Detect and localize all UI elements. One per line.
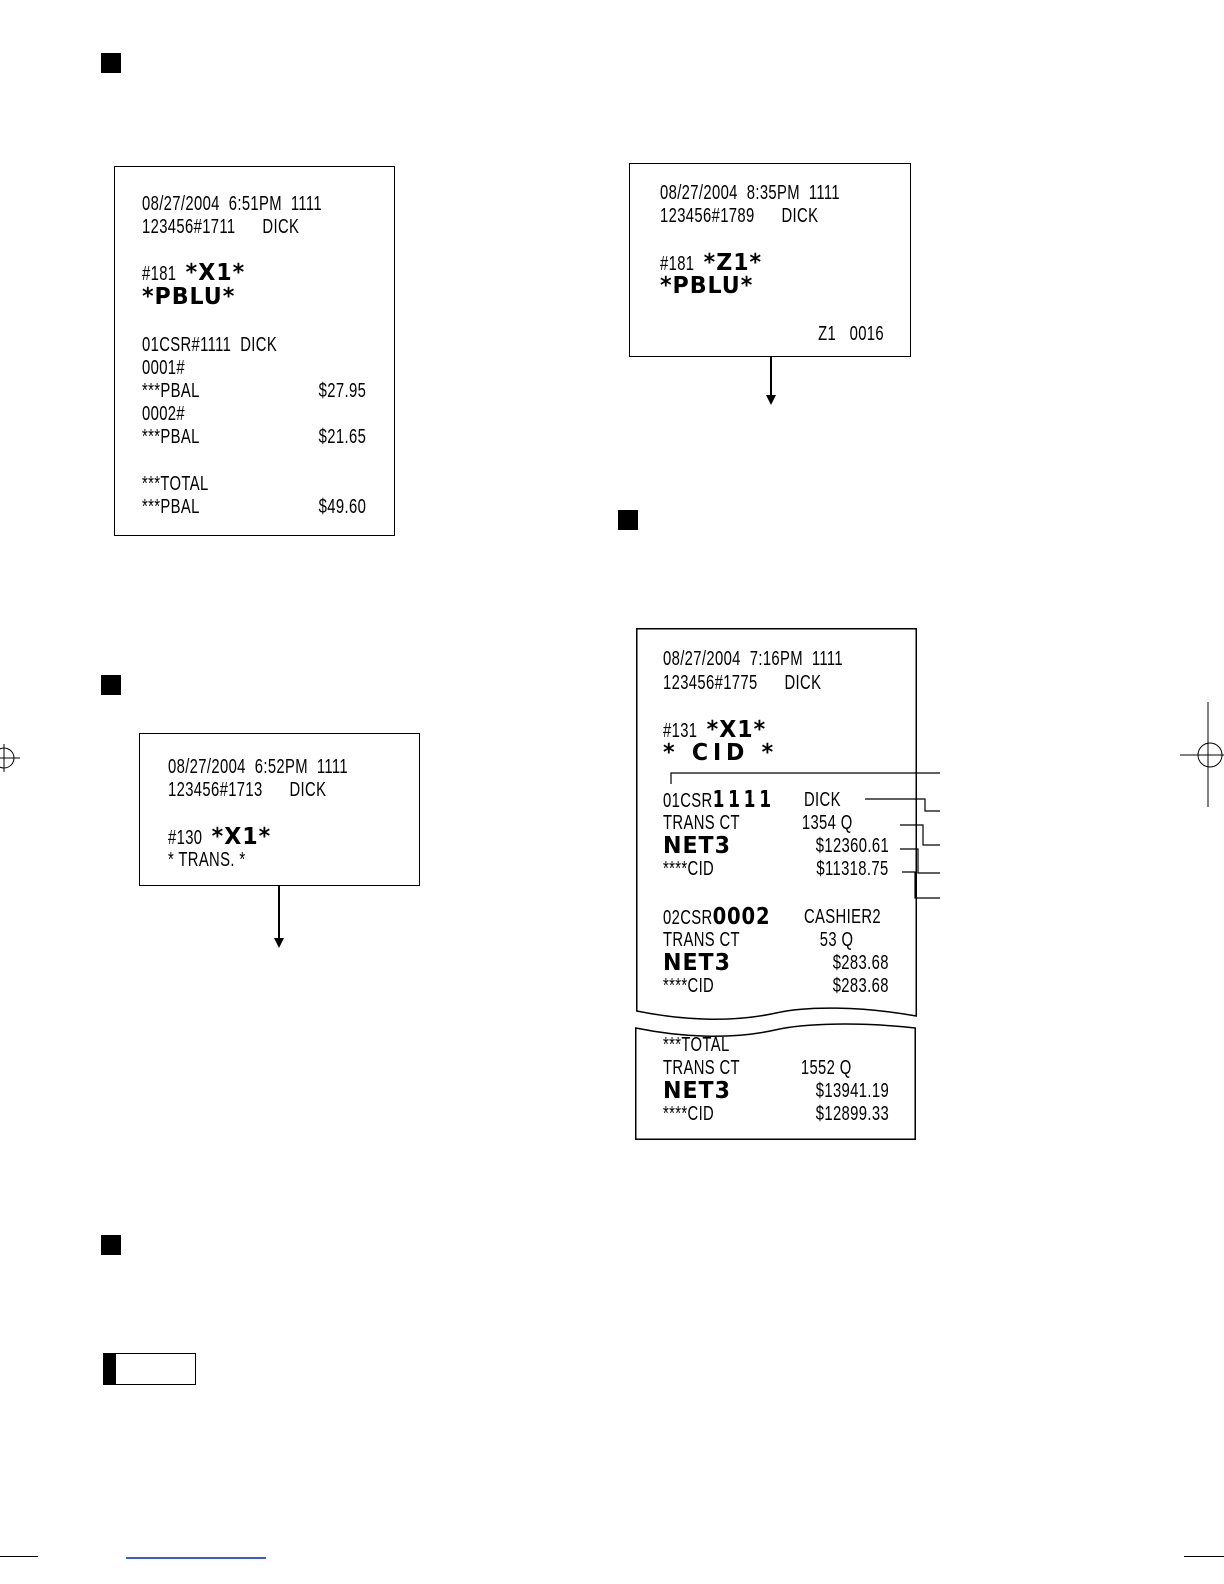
receipt-line: Z1 0016 <box>818 323 884 345</box>
receipt-line: ****CID <box>663 1103 715 1125</box>
receipt-trans-x1: 08/27/2004 6:52PM 1111 123456#1713 DICK … <box>139 733 420 886</box>
net-label: NET3 <box>663 1078 731 1104</box>
receipt-line: 123456#1789 DICK <box>660 205 819 227</box>
receipt-amount: $11318.75 <box>816 858 889 880</box>
receipt-line: 01CSR#1111 DICK <box>142 334 278 356</box>
cashier-code: 01CSR <box>663 790 713 812</box>
receipt-line: #181 *Z1* <box>660 252 761 276</box>
registration-mark-left <box>0 744 20 772</box>
report-mode: *X1* <box>706 717 766 743</box>
receipt-amount: 53 Q <box>819 929 853 951</box>
receipt-line: #130 *X1* <box>168 826 270 850</box>
receipt-torn-outline <box>635 1023 916 1140</box>
receipt-torn-outline <box>636 628 917 1020</box>
arrow-down-icon <box>766 395 776 405</box>
receipt-cid-x1: 08/27/2004 7:16PM 1111 123456#1775 DICK … <box>636 628 917 1024</box>
receipt-line: NET3 <box>663 835 730 859</box>
receipt-line: * TRANS. * <box>168 849 246 871</box>
receipt-line: 08/27/2004 8:35PM 1111 <box>660 182 841 204</box>
receipt-line: #131 *X1* <box>663 719 765 743</box>
receipt-cid-total: ***TOTAL TRANS CT 1552 Q NET3 $13941.19 … <box>635 1018 916 1140</box>
receipt-amount: $27.95 <box>318 380 366 402</box>
callout-leader-lines <box>670 772 940 899</box>
report-number: #130 <box>168 827 212 849</box>
receipt-line: ****CID <box>663 858 715 880</box>
receipt-line: 08/27/2004 6:51PM 1111 <box>142 193 323 215</box>
receipt-amount: $21.65 <box>318 426 366 448</box>
receipt-line: * CID * <box>663 742 773 766</box>
trim-mark <box>126 1557 266 1559</box>
receipt-line: ****CID <box>663 975 715 997</box>
receipt-line: NET3 <box>663 952 730 976</box>
section-marker-2 <box>101 675 121 695</box>
report-title: *PBLU* <box>142 284 236 310</box>
registration-mark-right <box>1180 702 1224 807</box>
receipt-amount: 1354 Q <box>802 812 853 834</box>
receipt-amount: $283.68 <box>832 975 889 997</box>
receipt-amount: 1552 Q <box>801 1057 852 1079</box>
section-marker-3 <box>101 1235 121 1255</box>
receipt-line: TRANS CT <box>663 812 740 834</box>
receipt-line: 08/27/2004 7:16PM 1111 <box>663 648 844 670</box>
receipt-line: TRANS CT <box>663 929 740 951</box>
receipt-amount: $12899.33 <box>815 1103 889 1125</box>
receipt-line: 123456#1713 DICK <box>168 779 327 801</box>
receipt-line: ***PBAL <box>142 426 200 448</box>
net-label: NET3 <box>663 950 731 976</box>
receipt-amount: $13941.19 <box>815 1080 889 1102</box>
receipt-line: *PBLU* <box>142 286 234 310</box>
continuation-arrow-line <box>770 357 772 395</box>
receipt-line: 0001# <box>142 357 186 379</box>
receipt-line: #181 *X1* <box>142 262 244 286</box>
net-label: NET3 <box>663 833 731 859</box>
report-title: * CID * <box>663 740 779 766</box>
cashier-number: 1111 <box>712 787 775 813</box>
receipt-line: TRANS CT <box>663 1057 740 1079</box>
cashier-code: 02CSR <box>663 907 713 929</box>
receipt-line: *PBLU* <box>660 275 752 299</box>
receipt-line: ***TOTAL <box>663 1034 730 1056</box>
receipt-pblu-z1: 08/27/2004 8:35PM 1111 123456#1789 DICK … <box>629 163 911 357</box>
receipt-line: 08/27/2004 6:52PM 1111 <box>168 756 349 778</box>
receipt-pblu-x1: 08/27/2004 6:51PM 1111 123456#1711 DICK … <box>114 166 395 536</box>
receipt-line: ***TOTAL <box>142 473 209 495</box>
cashier-name: DICK <box>804 789 841 811</box>
arrow-down-icon <box>274 938 284 948</box>
trim-mark <box>1184 1556 1224 1557</box>
continuation-arrow-line <box>278 886 280 938</box>
receipt-line: NET3 <box>663 1080 730 1104</box>
receipt-line: 0002# <box>142 403 186 425</box>
receipt-line: ***PBAL <box>142 496 200 518</box>
receipt-amount: $283.68 <box>832 952 889 974</box>
report-number: #181 <box>660 253 704 275</box>
report-mode: *X1* <box>185 260 245 286</box>
cashier-line: 01CSR1111 <box>663 789 775 813</box>
note-tag <box>103 1353 196 1385</box>
receipt-line: 123456#1775 DICK <box>663 672 822 694</box>
report-mode: *X1* <box>211 824 271 850</box>
report-title: *PBLU* <box>660 273 754 299</box>
receipt-line: 123456#1711 DICK <box>142 216 300 238</box>
section-marker-4 <box>618 510 638 530</box>
cashier-line: 02CSR0002 <box>663 906 770 930</box>
report-mode: *Z1* <box>703 250 762 276</box>
cashier-name: CASHIER2 <box>804 906 881 928</box>
report-number: #181 <box>142 263 186 285</box>
receipt-line: ***PBAL <box>142 380 200 402</box>
receipt-amount: $49.60 <box>318 496 366 518</box>
report-number: #131 <box>663 720 707 742</box>
receipt-amount: $12360.61 <box>815 835 889 857</box>
cashier-number: 0002 <box>712 904 771 930</box>
section-marker-1 <box>101 53 121 73</box>
trim-mark <box>0 1556 38 1557</box>
